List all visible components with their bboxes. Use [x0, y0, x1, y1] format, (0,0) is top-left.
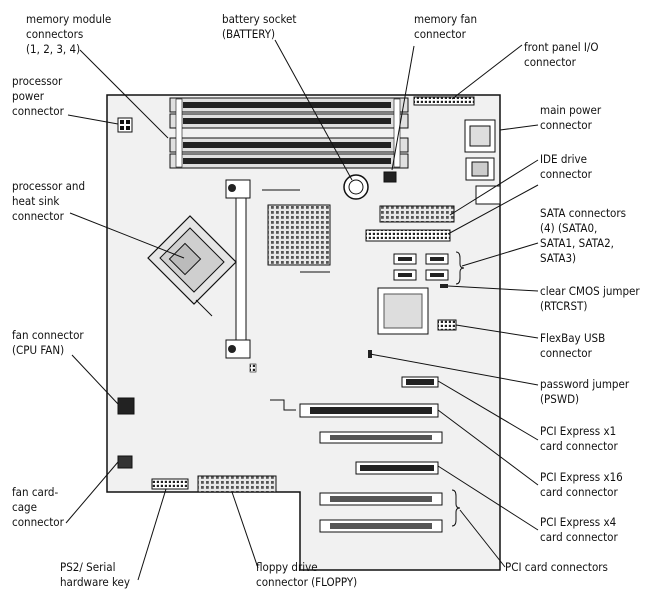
label-ide-drive: IDE drive connector — [540, 152, 592, 181]
front-panel-io-connector — [413, 96, 475, 106]
label-ps2-serial: PS2/ Serial hardware key — [60, 560, 131, 589]
pci-slot-upper — [319, 431, 443, 444]
label-password-jumper: password jumper (PSWD) — [540, 377, 630, 406]
label-pci-card-connectors: PCI card connectors — [505, 560, 608, 574]
battery-socket — [343, 174, 369, 200]
label-clear-cmos: clear CMOS jumper (RTCRST) — [540, 284, 640, 313]
processor-socket — [147, 215, 237, 317]
label-processor-heat-sink: processor and heat sink connector — [12, 179, 86, 223]
cpu-fan-connector — [117, 397, 135, 415]
leader-lines — [65, 39, 539, 581]
flexbay-usb-connector — [437, 319, 457, 331]
label-front-panel-io: front panel I/O connector — [524, 40, 599, 69]
ps2-serial-key — [151, 478, 189, 490]
label-cpu-fan: fan connector (CPU FAN) — [12, 328, 84, 357]
ide-drive-connector — [365, 229, 451, 242]
pcie-x4-slot — [355, 461, 439, 475]
label-battery-socket: battery socket (BATTERY) — [222, 12, 297, 41]
memory-module-connectors — [169, 97, 409, 169]
memory-fan-connector — [383, 171, 397, 183]
label-floppy: floppy drive connector (FLOPPY) — [256, 560, 358, 589]
label-pcie-x4: PCI Express x4 card connector — [540, 515, 618, 544]
pci-brace — [451, 489, 461, 527]
rear-io-ports — [464, 119, 501, 205]
fan-card-cage-connector — [117, 455, 133, 469]
northbridge-heatsink — [262, 189, 331, 273]
sata-brace — [455, 251, 465, 285]
main-power-connector — [379, 205, 455, 223]
small-jumper — [249, 363, 257, 373]
label-memory-fan-connector: memory fan connector — [414, 12, 478, 41]
label-pcie-x1: PCI Express x1 card connector — [540, 424, 618, 453]
clear-cmos-jumper — [440, 284, 448, 288]
processor-power-connector — [117, 117, 133, 133]
label-fan-card-cage: fan card- cage connector — [12, 485, 64, 529]
label-pcie-x16: PCI Express x16 card connector — [540, 470, 623, 499]
floppy-connector — [197, 475, 277, 493]
chipset — [377, 287, 429, 335]
label-processor-power: processor power connector — [12, 74, 64, 118]
label-sata-connectors: SATA connectors (4) (SATA0, SATA1, SATA2… — [540, 206, 626, 265]
label-memory-module-connectors: memory module connectors (1, 2, 3, 4) — [26, 12, 112, 56]
processor-retention-bracket — [225, 179, 251, 359]
pci-card-connectors — [319, 492, 443, 533]
sata-connectors — [393, 253, 449, 281]
label-main-power: main power connector — [540, 103, 602, 132]
label-flexbay-usb: FlexBay USB connector — [540, 331, 606, 360]
